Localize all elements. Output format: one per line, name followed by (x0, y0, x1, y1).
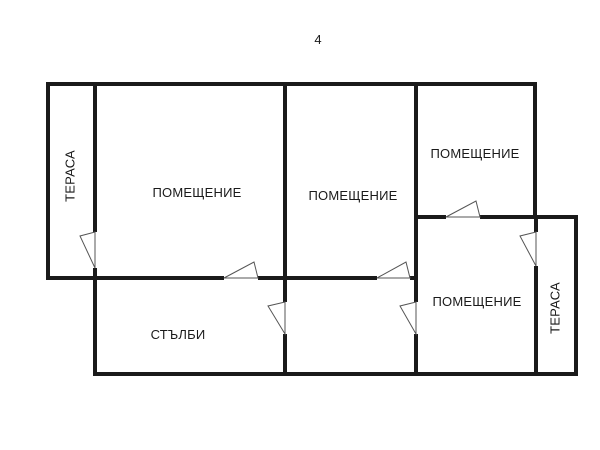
door-top-right-to-bottom-right (445, 200, 481, 218)
label-terrace-right: ТЕРАСА (547, 282, 562, 334)
wall-upper-outline (93, 82, 537, 219)
door-terrace-left (79, 231, 96, 269)
wall-terrace-left (46, 82, 97, 280)
page-number: 4 (314, 32, 321, 47)
label-terrace-left: ТЕРАСА (62, 150, 77, 202)
walls (46, 82, 578, 376)
label-room-large: ПОМЕЩЕНИЕ (152, 185, 241, 200)
label-stairs: СТЪЛБИ (151, 327, 206, 342)
door-large-to-stairs (223, 261, 259, 279)
door-terrace-right (519, 231, 537, 267)
door-middle-to-lower-middle (376, 261, 411, 279)
doors (79, 200, 539, 336)
label-room-top-right: ПОМЕЩЕНИЕ (430, 146, 519, 161)
label-room-bottom-right: ПОМЕЩЕНИЕ (432, 294, 521, 309)
door-lower-middle-to-bottom-right (399, 301, 417, 336)
door-stairs-to-lower-middle (267, 301, 286, 336)
label-room-middle: ПОМЕЩЕНИЕ (308, 188, 397, 203)
room-labels: ТЕРАСА ПОМЕЩЕНИЕ ПОМЕЩЕНИЕ ПОМЕЩЕНИЕ СТЪ… (62, 146, 562, 342)
